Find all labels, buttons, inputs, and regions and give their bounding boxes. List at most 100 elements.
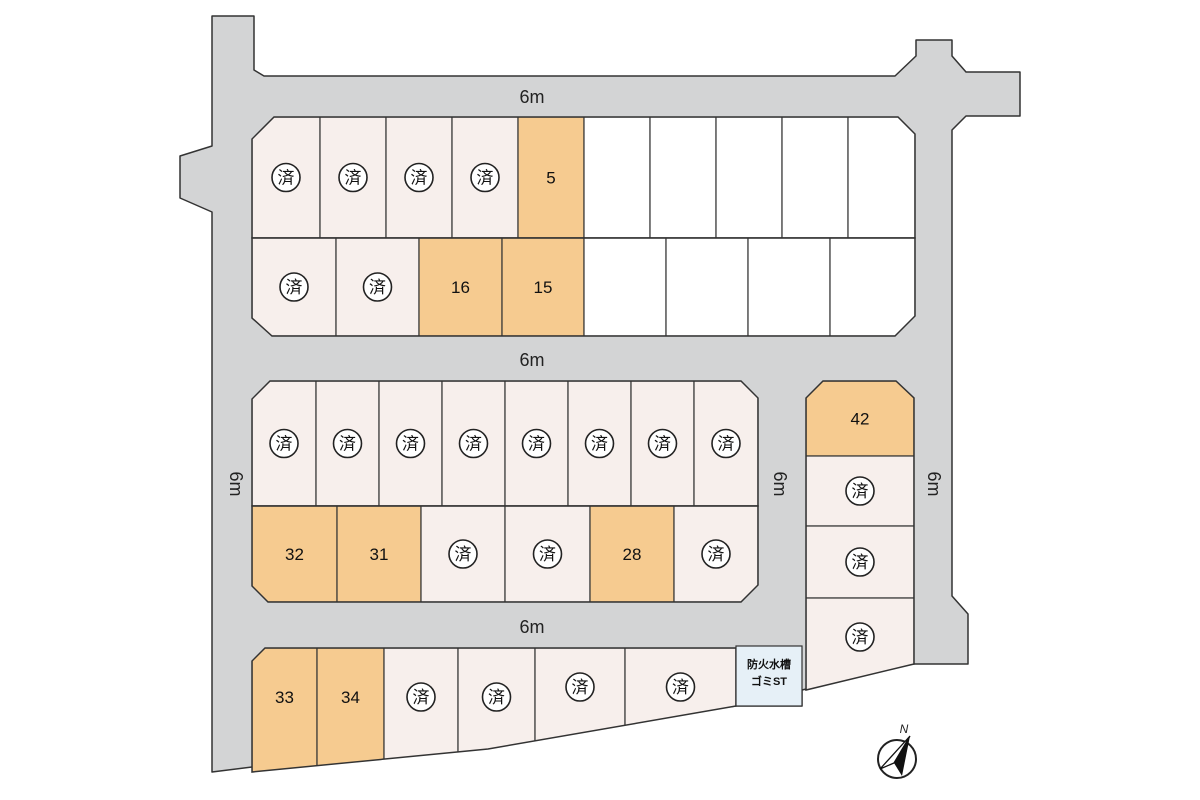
sold-label: 済	[278, 169, 295, 188]
facility-fire-cistern-garbage-station[interactable]: 防火水槽 ゴミST	[735, 645, 803, 707]
sold-label: 済	[708, 545, 725, 564]
lot-31[interactable]: 31	[336, 506, 422, 602]
lot-sold[interactable]: 済	[504, 381, 569, 506]
block-r2a: 済済済済済済済済	[251, 380, 759, 507]
lot-sold[interactable]: 済	[630, 381, 695, 506]
lot-15[interactable]: 15	[501, 238, 585, 336]
lot-28[interactable]: 28	[589, 506, 675, 602]
lot-unlisted	[665, 238, 749, 336]
lot-5[interactable]: 5	[517, 117, 585, 238]
lot-unlisted	[583, 117, 651, 238]
lot-number: 16	[451, 278, 470, 297]
sold-mark-icon: 済	[481, 682, 512, 712]
sold-mark-icon: 済	[338, 162, 368, 193]
sold-mark-icon: 済	[406, 682, 436, 712]
lot-unlisted	[781, 117, 849, 238]
lot-number: 15	[534, 278, 553, 297]
sold-mark-icon: 済	[271, 162, 301, 193]
lot-33[interactable]: 33	[252, 648, 318, 772]
lot-sold[interactable]: 済	[315, 381, 380, 506]
lot-number: 31	[370, 545, 389, 564]
lot-sold[interactable]: 済	[441, 381, 506, 506]
lot-sold[interactable]: 済	[806, 525, 914, 599]
lot-sold[interactable]: 済	[567, 381, 632, 506]
sold-mark-icon: 済	[711, 428, 741, 459]
sold-label: 済	[286, 278, 303, 297]
sold-label: 済	[488, 688, 505, 707]
lot-sold[interactable]: 済	[457, 648, 536, 772]
sold-label: 済	[413, 688, 430, 707]
lot-unlisted	[829, 238, 915, 336]
road-width-label-east: 6m	[924, 471, 944, 496]
north-arrow-icon: N	[877, 722, 917, 779]
sold-label: 済	[276, 435, 293, 454]
lot-sold[interactable]: 済	[383, 648, 459, 772]
lot-sold[interactable]: 済	[693, 381, 758, 506]
sold-label: 済	[477, 169, 494, 188]
facility-label-line2: ゴミST	[751, 674, 787, 688]
sold-mark-icon: 済	[647, 428, 678, 459]
sold-label: 済	[572, 678, 589, 697]
lot-sold[interactable]: 済	[451, 117, 519, 238]
lot-42[interactable]: 42	[806, 381, 914, 457]
sold-mark-icon: 済	[458, 428, 489, 459]
road-width-label-south: 6m	[519, 617, 544, 637]
sold-label: 済	[654, 435, 671, 454]
lot-sold[interactable]: 済	[378, 381, 443, 506]
sold-mark-icon: 済	[362, 272, 393, 302]
sold-label: 済	[718, 435, 735, 454]
sold-mark-icon: 済	[279, 272, 309, 302]
north-label: N	[900, 722, 909, 736]
sold-mark-icon: 済	[701, 539, 731, 569]
lot-sold[interactable]: 済	[624, 648, 736, 772]
road-width-label-west: 6m	[226, 471, 246, 496]
lot-sold[interactable]: 済	[252, 238, 337, 336]
lot-unlisted	[583, 238, 667, 336]
lot-sold[interactable]: 済	[504, 506, 591, 602]
sold-mark-icon: 済	[845, 547, 875, 577]
sold-label: 済	[672, 678, 689, 697]
sold-label: 済	[402, 435, 419, 454]
sold-label: 済	[852, 482, 869, 501]
lot-sold[interactable]: 済	[385, 117, 453, 238]
sold-label: 済	[539, 545, 556, 564]
lot-number: 28	[623, 545, 642, 564]
lot-sold[interactable]: 済	[252, 381, 317, 506]
lot-number: 34	[341, 688, 360, 707]
sold-label: 済	[852, 553, 869, 572]
lot-number: 5	[546, 169, 555, 188]
sold-label: 済	[465, 435, 482, 454]
lot-32[interactable]: 32	[252, 506, 338, 602]
sold-mark-icon: 済	[332, 428, 363, 459]
lot-sold[interactable]: 済	[673, 506, 758, 602]
block-r1b: 済 済 16 15	[251, 237, 916, 337]
lot-unlisted	[715, 117, 783, 238]
block-r2b: 32 31 済 済 28 済	[251, 505, 759, 603]
sold-mark-icon: 済	[395, 428, 426, 459]
sold-label: 済	[528, 435, 545, 454]
sold-mark-icon: 済	[448, 539, 478, 569]
sold-label: 済	[852, 628, 869, 647]
lot-sold[interactable]: 済	[806, 455, 914, 527]
sold-label: 済	[369, 278, 386, 297]
lot-sold[interactable]: 済	[420, 506, 506, 602]
sold-mark-icon: 済	[521, 428, 552, 459]
lot-sold[interactable]: 済	[335, 238, 420, 336]
lot-unlisted	[847, 117, 915, 238]
sold-label: 済	[591, 435, 608, 454]
lot-number: 32	[285, 545, 304, 564]
lot-sold[interactable]: 済	[252, 117, 321, 238]
road-width-label-inner: 6m	[770, 471, 790, 496]
lot-34[interactable]: 34	[316, 648, 385, 772]
lot-16[interactable]: 16	[418, 238, 503, 336]
lot-sold[interactable]: 済	[806, 597, 914, 690]
lot-sold[interactable]: 済	[534, 648, 626, 772]
lot-number: 42	[851, 410, 870, 429]
sold-mark-icon: 済	[565, 672, 595, 702]
sold-mark-icon: 済	[845, 622, 875, 652]
lot-sold[interactable]: 済	[319, 117, 387, 238]
